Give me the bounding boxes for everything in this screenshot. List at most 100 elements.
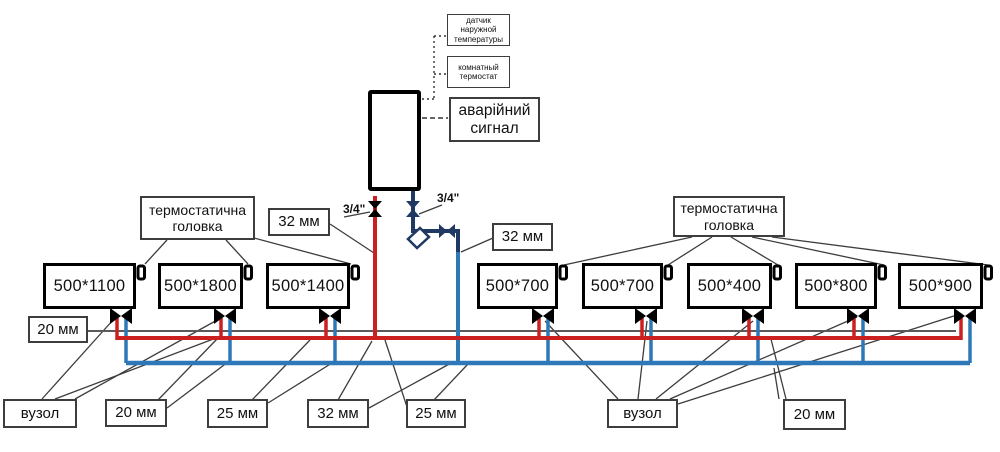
main-size-text: 25 мм <box>415 404 457 422</box>
radiator-size-text: 500*400 <box>697 276 762 295</box>
radiator-valve-icon <box>532 308 554 324</box>
leader-line <box>669 316 858 400</box>
leader-line <box>74 318 220 400</box>
node-text: вузол <box>20 404 60 422</box>
leader-line <box>144 239 168 265</box>
radiator-valve-icon <box>742 308 764 324</box>
supply-riser-size-text: 32 мм <box>278 213 320 231</box>
radiator-size-text: 500*700 <box>590 276 655 295</box>
alarm-signal-label: аварійний сигнал <box>449 97 540 142</box>
supply-valve-size-text: 3/4" <box>343 202 366 216</box>
leader-line <box>267 362 333 404</box>
thermostatic-knob-icon <box>772 264 782 281</box>
alarm-signal-text: аварійний сигнал <box>458 101 531 137</box>
supply-branch-pipes <box>115 318 963 340</box>
outdoor-temp-sensor-text: датчик наружной температуры <box>454 16 503 44</box>
leader-line <box>677 313 961 405</box>
radiator-size-text: 500*1800 <box>163 276 238 295</box>
main-size-text: 25 мм <box>216 404 259 422</box>
radiator-size-text: 500*800 <box>804 276 868 295</box>
radiator: 500*1100 <box>43 263 136 309</box>
radiator: 500*1800 <box>158 263 243 309</box>
thermostatic-knob-icon <box>136 264 146 281</box>
leader-line <box>655 320 754 400</box>
branch-size-label-top-left: 20 мм <box>28 316 88 343</box>
branch-size-text: 20 мм <box>37 320 79 338</box>
leader-line <box>337 340 373 401</box>
thermostatic-knob-icon <box>350 264 360 281</box>
radiator-valve-icon <box>954 308 976 324</box>
leader-line <box>563 236 693 266</box>
leader-line <box>418 204 443 215</box>
radiator-size-text: 500*1100 <box>53 276 126 295</box>
leader-line <box>773 367 780 400</box>
riser-size-label-bottom: 32 мм <box>307 399 369 428</box>
boiler <box>368 90 421 191</box>
radiator-valve-icon <box>110 308 132 324</box>
outdoor-temp-sensor-label: датчик наружной температуры <box>447 14 510 46</box>
thermostatic-knob-icon <box>663 264 673 281</box>
leader-line <box>667 236 713 266</box>
main-size-label-left: 25 мм <box>207 399 268 428</box>
branch-size-label-bottom-left: 20 мм <box>105 399 167 427</box>
radiator: 500*800 <box>795 263 877 309</box>
room-thermostat-text: комнатный термостат <box>458 62 499 81</box>
return-valve-size-label: 3/4" <box>437 191 459 205</box>
leader-line <box>253 237 352 265</box>
radiator-valves <box>110 308 976 324</box>
radiator-valve-icon <box>635 308 657 324</box>
radiator-size-text: 500*900 <box>908 276 973 295</box>
branch-size-label-right: 20 мм <box>783 399 846 430</box>
thermo-head-label-right: термостатична головка <box>673 196 785 237</box>
sensor-leader-lines <box>416 35 446 100</box>
boiler-return-valve-icon <box>406 201 420 217</box>
node-text: вузол <box>623 404 662 422</box>
radiator: 500*700 <box>477 263 558 309</box>
thermostatic-knob-icon <box>558 264 568 281</box>
leader-line <box>771 236 989 266</box>
leader-line <box>384 339 409 411</box>
leader-line <box>54 337 217 400</box>
thermo-head-label-left: термостатична головка <box>140 196 255 240</box>
radiator: 500*1400 <box>266 263 350 309</box>
radiator: 500*900 <box>898 263 983 309</box>
thermostatic-knob-icon <box>877 264 887 281</box>
boiler-supply-valve-icon <box>368 201 382 217</box>
node-label-left: вузол <box>3 399 77 428</box>
radiator-valve-icon <box>319 308 341 324</box>
branch-size-text: 20 мм <box>793 405 836 423</box>
return-valve-size-text: 3/4" <box>437 191 460 205</box>
leader-line <box>544 320 619 400</box>
node-label-right: вузол <box>607 399 678 428</box>
leader-line <box>329 223 375 254</box>
return-branch-pipes <box>124 318 972 363</box>
radiator-valve-icon <box>214 308 236 324</box>
thermo-head-text-left: термостатична головка <box>148 201 246 234</box>
main-size-label-right: 25 мм <box>406 399 466 428</box>
return-riser-size-text: 32 мм <box>501 228 544 246</box>
radiator-valve-icon <box>847 308 869 324</box>
leader-line <box>225 239 249 265</box>
leader-line <box>433 363 469 401</box>
thermostatic-knob-icon <box>243 264 253 281</box>
leader-line <box>770 338 787 400</box>
radiator: 500*700 <box>582 263 663 309</box>
leader-line <box>730 236 779 266</box>
leader-line <box>751 236 885 266</box>
leader-line <box>637 320 648 400</box>
riser-size-text: 32 мм <box>317 404 359 422</box>
strainer-icon <box>406 226 431 250</box>
return-riser-size-label: 32 мм <box>492 223 553 251</box>
room-thermostat-label: комнатный термостат <box>447 56 510 88</box>
supply-valve-size-label: 3/4" <box>343 202 365 216</box>
supply-riser-size-label: 32 мм <box>268 208 330 236</box>
leader-line <box>157 338 218 401</box>
return-line-valve-icon <box>439 224 455 238</box>
leader-line <box>251 339 311 401</box>
branch-size-text: 20 мм <box>115 404 157 422</box>
leader-line <box>460 237 494 253</box>
radiator: 500*400 <box>687 263 772 309</box>
radiator-size-text: 500*700 <box>485 276 550 295</box>
radiator-size-text: 500*1400 <box>271 276 345 295</box>
